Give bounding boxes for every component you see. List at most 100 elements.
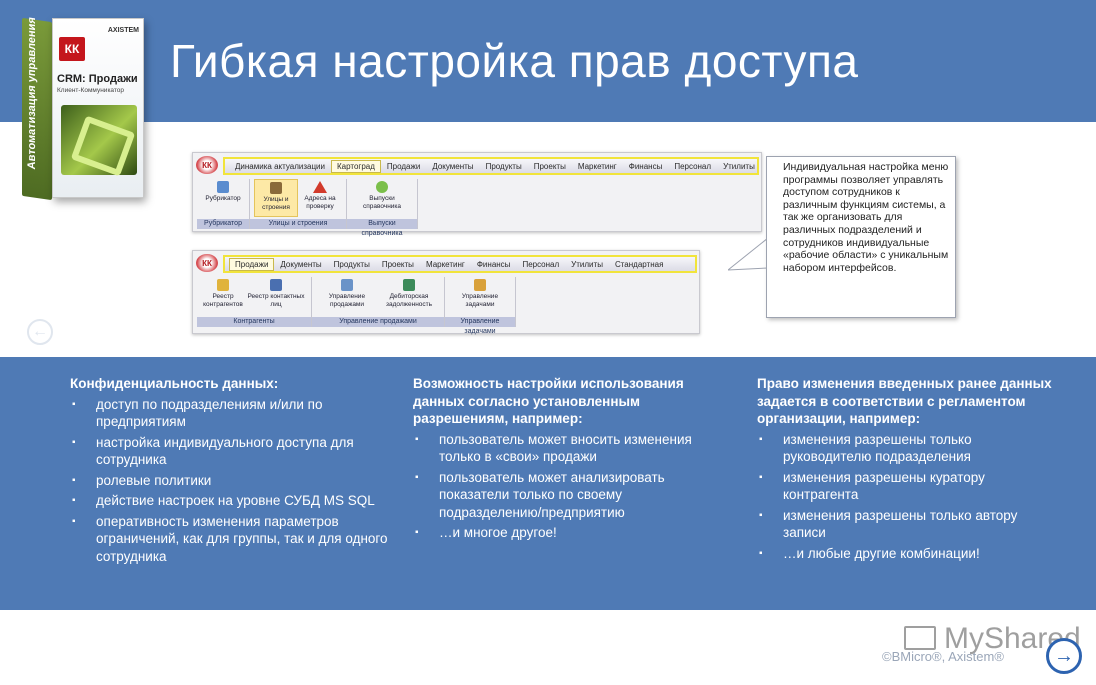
- addresses-button[interactable]: Адреса на проверку: [298, 179, 342, 217]
- ribbon-group-tasks: Управление задачами Управление задачами: [445, 277, 516, 335]
- bullet-list: изменения разрешены только руководителю …: [757, 431, 1057, 563]
- column-heading: Возможность настройки использования данн…: [413, 376, 684, 426]
- ribbon-screenshot-top: КК Динамика актуализации Картоград Прода…: [192, 152, 762, 237]
- streets-button[interactable]: Улицы и строения: [254, 179, 298, 217]
- tab-personnel[interactable]: Персонал: [522, 259, 560, 269]
- debt-button[interactable]: Дебиторская задолженность: [378, 277, 440, 315]
- product-box-image: Автоматизация управления КК AXISTEM CRM:…: [22, 14, 144, 204]
- sales-icon: [341, 279, 353, 291]
- registry-button-label: Реестр контрагентов: [203, 293, 243, 308]
- sales-management-button-label: Управление продажами: [328, 293, 366, 308]
- list-item: пользователь может вносить изменения тол…: [413, 431, 723, 466]
- ribbon-tabs: Динамика актуализации Картоград Продажи …: [223, 157, 759, 175]
- list-item: пользователь может анализировать показат…: [413, 469, 723, 522]
- tab-finance[interactable]: Финансы: [476, 259, 511, 269]
- warning-icon: [313, 181, 327, 193]
- releases-button-label: Выпуски справочника: [362, 195, 402, 210]
- tab-projects[interactable]: Проекты: [533, 161, 566, 171]
- tab-utilities[interactable]: Утилиты: [723, 161, 755, 171]
- group-label: Управление продажами: [312, 317, 444, 327]
- arrow-left-icon: ←: [32, 323, 48, 340]
- ribbon-group-streets: Улицы и строения Адреса на проверку Улиц…: [250, 179, 347, 229]
- column-heading: Право изменения введенных ранее данных з…: [757, 376, 1052, 426]
- arrow-right-icon: →: [1054, 644, 1074, 667]
- tasks-icon: [474, 279, 486, 291]
- tab-standard[interactable]: Стандартная: [614, 259, 664, 269]
- debt-button-label: Дебиторская задолженность: [385, 293, 433, 308]
- group-label: Управление задачами: [445, 317, 515, 335]
- registry-button[interactable]: Реестр контрагентов: [201, 277, 245, 315]
- debt-icon: [403, 279, 415, 291]
- list-item: изменения разрешены куратору контрагента: [757, 469, 1057, 504]
- previous-slide-button[interactable]: ←: [27, 319, 53, 345]
- product-logo: КК: [59, 37, 85, 61]
- list-item: оперативность изменения параметров огран…: [70, 513, 390, 566]
- buildings-icon: [270, 182, 282, 194]
- tab-projects[interactable]: Проекты: [381, 259, 414, 269]
- rubricator-button[interactable]: Рубрикатор: [201, 179, 245, 217]
- tasks-button[interactable]: Управление задачами: [449, 277, 511, 315]
- tab-finance[interactable]: Финансы: [628, 161, 663, 171]
- tab-sales[interactable]: Продажи: [386, 161, 421, 171]
- contacts-icon: [270, 279, 282, 291]
- watermark-icon: [904, 626, 936, 650]
- product-subtitle: Клиент-Коммуникатор: [57, 87, 125, 94]
- tab-marketing[interactable]: Маркетинг: [425, 259, 465, 269]
- product-brand: AXISTEM: [107, 27, 139, 34]
- list-item: действие настроек на уровне СУБД MS SQL: [70, 492, 390, 510]
- tab-sales[interactable]: Продажи: [229, 257, 275, 271]
- tab-products[interactable]: Продукты: [333, 259, 370, 269]
- addresses-button-label: Адреса на проверку: [304, 195, 336, 210]
- callout-box: Индивидуальная настройка меню программы …: [766, 156, 956, 318]
- contacts-button[interactable]: Реестр контактных лиц: [245, 277, 307, 315]
- list-item: …и многое другое!: [413, 524, 723, 542]
- list-item: настройка индивидуального доступа для со…: [70, 434, 390, 469]
- product-art: [61, 105, 137, 175]
- list-item: изменения разрешены только руководителю …: [757, 431, 1057, 466]
- tab-personnel[interactable]: Персонал: [674, 161, 712, 171]
- ribbon-group-sales-management: Управление продажами Дебиторская задолже…: [312, 277, 445, 327]
- bullet-list: пользователь может вносить изменения тол…: [413, 431, 723, 542]
- ribbon-group-counterparties: Реестр контрагентов Реестр контактных ли…: [197, 277, 312, 327]
- group-label: Выпуски справочника: [347, 219, 417, 237]
- streets-button-label: Улицы и строения: [262, 196, 290, 211]
- callout-pointer: [728, 238, 768, 271]
- ribbon-body: Реестр контрагентов Реестр контактных ли…: [197, 277, 516, 335]
- bullet-list: доступ по подразделениям и/или по предпр…: [70, 396, 390, 566]
- app-logo[interactable]: КК: [196, 254, 218, 272]
- tab-documents[interactable]: Документы: [280, 259, 322, 269]
- column-heading: Конфиденциальность данных:: [70, 376, 279, 391]
- group-label: Рубрикатор: [197, 219, 249, 229]
- list-item: изменения разрешены только автору записи: [757, 507, 1057, 542]
- ribbon-tabs: Продажи Документы Продукты Проекты Марке…: [223, 255, 697, 273]
- list-item: …и любые другие комбинации!: [757, 545, 1057, 563]
- contacts-button-label: Реестр контактных лиц: [247, 293, 305, 308]
- list-item: ролевые политики: [70, 472, 390, 490]
- column-change-rights: Право изменения введенных ранее данных з…: [757, 375, 1057, 565]
- tab-dynamics[interactable]: Динамика актуализации: [235, 161, 325, 171]
- group-label: Улицы и строения: [250, 219, 346, 229]
- product-name: CRM: Продажи: [57, 73, 138, 85]
- tab-marketing[interactable]: Маркетинг: [577, 161, 617, 171]
- ribbon-group-releases: Выпуски справочника Выпуски справочника: [347, 179, 418, 237]
- tab-products[interactable]: Продукты: [485, 161, 522, 171]
- list-item: доступ по подразделениям и/или по предпр…: [70, 396, 390, 431]
- next-slide-button[interactable]: →: [1046, 638, 1082, 674]
- releases-button[interactable]: Выпуски справочника: [351, 179, 413, 217]
- product-box-side-text: Автоматизация управления: [26, 16, 38, 171]
- ribbon-group-rubricator: Рубрикатор Рубрикатор: [197, 179, 250, 229]
- tasks-button-label: Управление задачами: [461, 293, 499, 308]
- registry-icon: [217, 279, 229, 291]
- product-box-front: КК AXISTEM CRM: Продажи Клиент-Коммуника…: [52, 18, 144, 198]
- sales-management-button[interactable]: Управление продажами: [316, 277, 378, 315]
- tab-documents[interactable]: Документы: [432, 161, 474, 171]
- header-band: Гибкая настройка прав доступа: [0, 0, 1096, 122]
- app-logo[interactable]: КК: [196, 156, 218, 174]
- copyright: ©BMicro®, Axistem®: [882, 649, 1004, 664]
- group-label: Контрагенты: [197, 317, 311, 327]
- tab-utilities[interactable]: Утилиты: [571, 259, 603, 269]
- rubricator-icon: [217, 181, 229, 193]
- tab-kartograd[interactable]: Картоград: [331, 159, 381, 173]
- globe-icon: [376, 181, 388, 193]
